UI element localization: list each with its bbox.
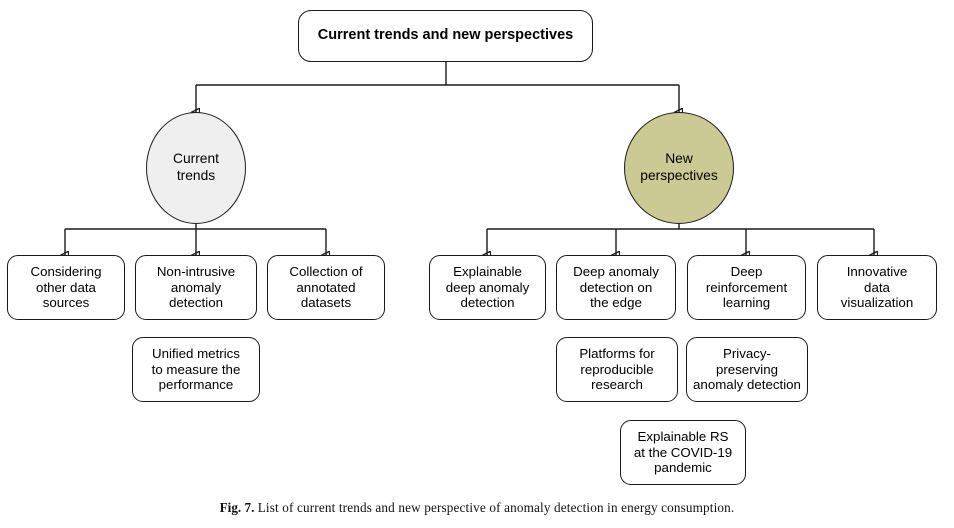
leaf-node-collection-of-annotated-datasets[interactable]: Collection of annotated datasets xyxy=(267,255,385,320)
leaf-node-label: Unified metrics to measure the performan… xyxy=(151,345,241,393)
leaf-node-deep-reinforcement-learning[interactable]: Deep reinforcement learning xyxy=(687,255,806,320)
leaf-node-label: Explainable RS at the COVID-19 pandemic xyxy=(633,428,733,476)
figure-caption: Fig. 7. List of current trends and new p… xyxy=(0,500,954,516)
leaf-node-considering-other-data-sources[interactable]: Considering other data sources xyxy=(7,255,125,320)
leaf-node-label: Deep reinforcement learning xyxy=(705,263,788,311)
leaf-node-platforms-for-reproducible-research[interactable]: Platforms for reproducible research xyxy=(556,337,678,402)
leaf-node-explainable-deep-anomaly-detection[interactable]: Explainable deep anomaly detection xyxy=(429,255,546,320)
ellipse-node-current-trends[interactable]: Current trends xyxy=(146,112,246,224)
leaf-node-explainable-rs-at-the-covid-19-pandemic[interactable]: Explainable RS at the COVID-19 pandemic xyxy=(620,420,746,485)
leaf-node-deep-anomaly-detection-on-the-edge[interactable]: Deep anomaly detection on the edge xyxy=(556,255,676,320)
figure-caption-text: List of current trends and new perspecti… xyxy=(257,500,735,515)
figure-number: Fig. 7. xyxy=(219,500,255,515)
leaf-node-label: Explainable deep anomaly detection xyxy=(445,263,530,311)
leaf-node-label: Non-intrusive anomaly detection xyxy=(156,263,236,311)
root-node-current-trends-and-new-perspectives[interactable]: Current trends and new perspectives xyxy=(298,10,593,62)
ellipse-node-new-perspectives[interactable]: New perspectives xyxy=(624,112,734,224)
leaf-node-label: Deep anomaly detection on the edge xyxy=(573,263,659,311)
leaf-node-label: Platforms for reproducible research xyxy=(579,345,655,393)
leaf-node-label: Considering other data sources xyxy=(30,263,102,311)
leaf-node-unified-metrics-to-measure-the-performance[interactable]: Unified metrics to measure the performan… xyxy=(132,337,260,402)
leaf-node-privacy-preserving-anomaly-detection[interactable]: Privacy- preserving anomaly detection xyxy=(686,337,808,402)
leaf-node-label: Innovative data visualization xyxy=(840,263,914,311)
leaf-node-label: Collection of annotated datasets xyxy=(289,263,363,311)
ellipse-node-current-trends-label: Current trends xyxy=(172,151,219,183)
root-node-label: Current trends and new perspectives xyxy=(317,27,574,44)
ellipse-node-new-perspectives-label: New perspectives xyxy=(640,151,718,183)
leaf-node-non-intrusive-anomaly-detection[interactable]: Non-intrusive anomaly detection xyxy=(135,255,257,320)
leaf-node-label: Privacy- preserving anomaly detection xyxy=(693,345,801,393)
leaf-node-innovative-data-visualization[interactable]: Innovative data visualization xyxy=(817,255,937,320)
